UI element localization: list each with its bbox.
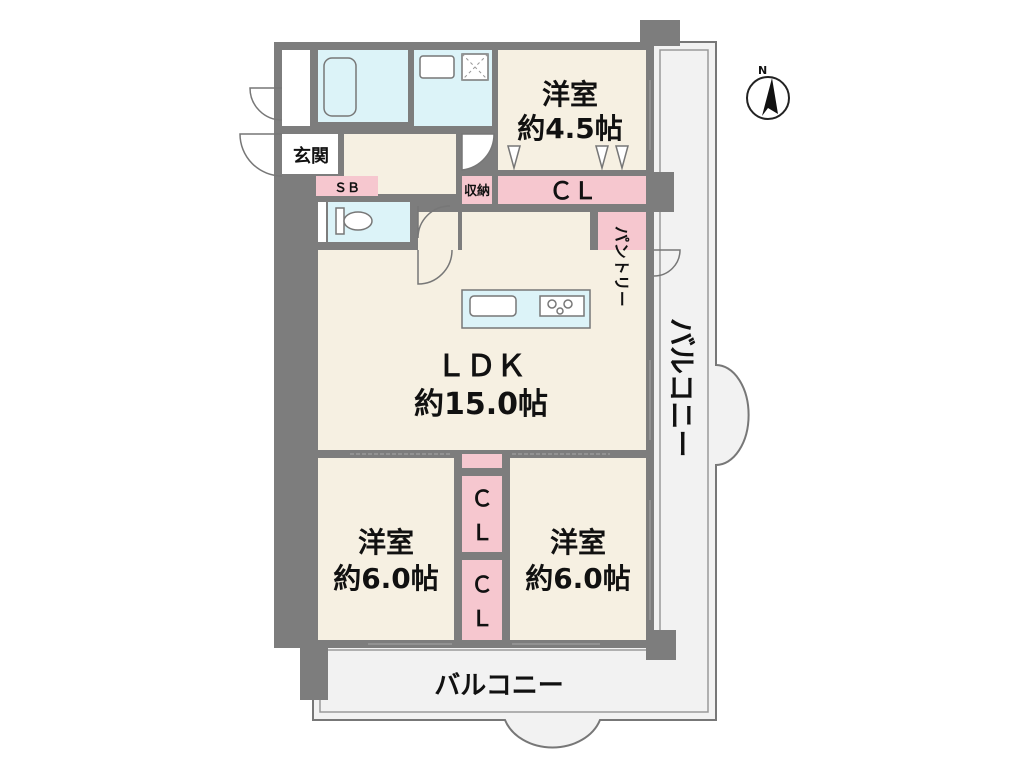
storage-label: 収納 xyxy=(464,183,490,199)
western-room-top-label: 洋室 xyxy=(542,78,598,111)
kitchen-counter xyxy=(461,289,591,329)
toilet-side-floor xyxy=(318,202,326,242)
balcony-side-label: バルコニー xyxy=(665,318,698,457)
entrance-floor xyxy=(282,134,338,174)
closet-left-label-2: Ｌ xyxy=(471,521,493,546)
entrance-label: 玄関 xyxy=(293,145,329,167)
pillar-mid-right xyxy=(646,172,674,212)
balcony-bottom-label: バルコニー xyxy=(434,671,563,701)
doors xyxy=(239,87,681,285)
compass-n: N xyxy=(758,64,767,77)
windows xyxy=(350,80,651,645)
closet-left-floor xyxy=(462,476,502,552)
closet-top-floor xyxy=(498,176,646,204)
ldk-label: ＬＤＫ xyxy=(436,349,526,384)
western-room-right-floor xyxy=(510,458,646,640)
balcony-area xyxy=(312,41,750,749)
western-room-left-floor xyxy=(318,458,454,640)
western-room-left-label: 洋室 xyxy=(358,526,414,559)
pillar-top-right xyxy=(640,20,680,46)
closet-left-label: Ｃ xyxy=(471,487,493,512)
pillar-bottom-right xyxy=(646,630,676,660)
ldk-upper-floor xyxy=(418,212,458,252)
closet-right-floor xyxy=(462,560,502,640)
pillar-bottom-left xyxy=(300,640,328,700)
shoe-box-label: ＳＢ xyxy=(334,181,360,196)
shoe-box-floor xyxy=(316,176,378,196)
western-room-top-size: 約4.5帖 xyxy=(517,112,623,145)
compass-icon: N xyxy=(746,64,790,120)
wash-basin xyxy=(419,55,455,79)
western-room-right-label: 洋室 xyxy=(550,526,606,559)
closet-right-label-2: Ｌ xyxy=(471,607,493,632)
closet-mid-top-floor xyxy=(462,454,502,468)
closet-right-label: Ｃ xyxy=(471,573,493,598)
storage-floor xyxy=(462,176,492,204)
closet-top-label: ＣＬ xyxy=(549,177,597,205)
western-room-right-size: 約6.0帖 xyxy=(525,562,631,595)
pantry-label: パントリー xyxy=(612,226,631,307)
western-room-left-size: 約6.0帖 xyxy=(333,562,439,595)
bathtub xyxy=(323,57,357,117)
ldk-size: 約15.0帖 xyxy=(414,387,548,422)
toilet xyxy=(335,207,373,235)
ldk-floor xyxy=(318,250,646,450)
locker-floor xyxy=(282,50,310,126)
